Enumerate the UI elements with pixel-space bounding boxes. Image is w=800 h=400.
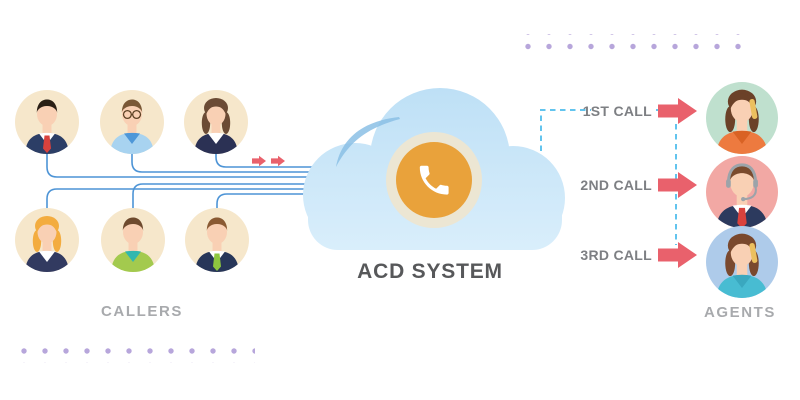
- glasses-icon: [122, 109, 142, 120]
- phone-handset-icon: [419, 165, 449, 195]
- caller-avatar-3: [184, 90, 248, 154]
- agent-avatar-3: [706, 226, 778, 298]
- cloud-swoosh: [336, 117, 400, 167]
- caller-avatar-6: [185, 208, 249, 272]
- route-label-3rd-call: 3RD CALL: [580, 247, 652, 263]
- caller-avatar-2: [100, 90, 164, 154]
- acd-system-title: ACD SYSTEM: [357, 260, 503, 283]
- caller-avatar-1: [15, 90, 79, 154]
- dot-grid-top-right: [515, 34, 755, 55]
- route-label-1st-call: 1ST CALL: [582, 103, 652, 119]
- phone-prop-icon: [749, 99, 758, 119]
- callers-group-label: CALLERS: [100, 303, 184, 320]
- incoming-call-arrows-icon: [252, 155, 285, 167]
- caller-flow-lines: [46, 154, 420, 209]
- phone-badge: [396, 142, 472, 218]
- dot-grid-bottom-left: [15, 342, 255, 363]
- route-arrow-1: [658, 98, 697, 124]
- caller-avatar-5: [101, 208, 165, 272]
- route-arrow-3: [658, 242, 697, 268]
- agent-avatar-2: [706, 156, 778, 228]
- phone-prop-icon: [749, 243, 758, 263]
- agents-group-label: AGENTS: [703, 304, 777, 321]
- route-arrow-2: [658, 172, 697, 198]
- route-label-2nd-call: 2ND CALL: [580, 177, 652, 193]
- acd-cloud: [303, 88, 565, 250]
- route-arrows: [658, 98, 697, 268]
- agent-avatar-1: [706, 82, 778, 154]
- headset-icon: [726, 163, 758, 202]
- caller-avatar-4: [15, 208, 79, 272]
